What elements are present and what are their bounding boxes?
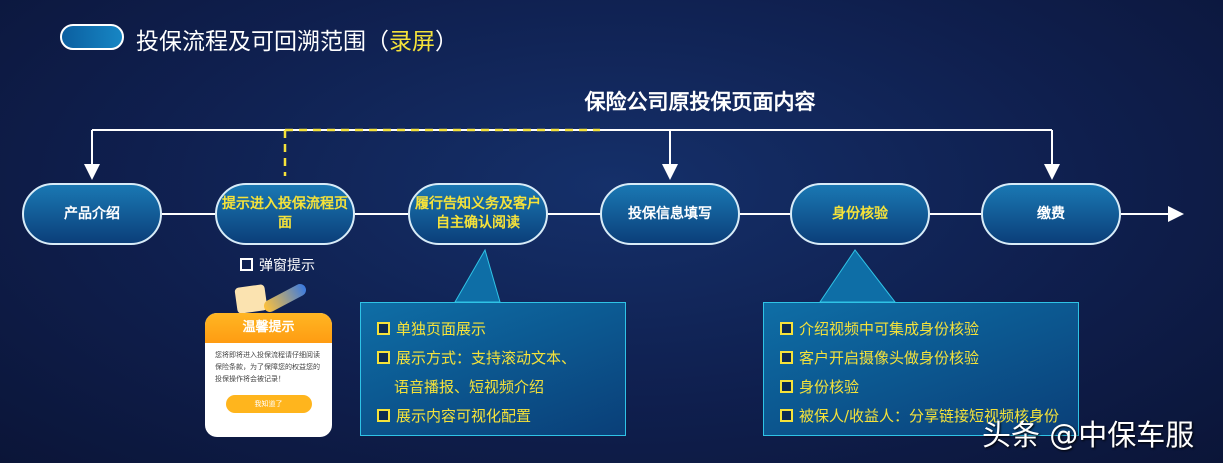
item-text: 展示内容可视化配置: [396, 407, 532, 425]
node-product-intro: 产品介绍: [22, 183, 162, 245]
popup-button: 我知道了: [225, 395, 312, 413]
item-text: 单独页面展示: [396, 320, 487, 338]
popup-label: 弹窗提示: [240, 255, 315, 275]
item-text: 被保人/收益人：分享链接短视频核身份: [799, 407, 1060, 425]
list-item: 客户开启摄像头做身份核验: [780, 344, 1062, 373]
list-item: 身份核验: [780, 373, 1062, 402]
checkbox-icon: [377, 409, 390, 422]
node-disclosure: 履行告知义务及客户自主确认阅读: [408, 183, 548, 245]
checkbox-icon: [780, 351, 793, 364]
checkbox-icon: [377, 322, 390, 335]
title-text: 投保流程及可回溯范围（: [136, 29, 389, 55]
popup-title: 温馨提示: [205, 313, 332, 343]
item-text: 介绍视频中可集成身份核验: [799, 320, 980, 338]
callout-right: 介绍视频中可集成身份核验 客户开启摄像头做身份核验 身份核验 被保人/收益人：分…: [763, 302, 1079, 436]
header-pill-icon: [60, 24, 124, 50]
list-item: 语音播报、短视频介绍: [377, 373, 609, 402]
page-title: 投保流程及可回溯范围（录屏）: [136, 22, 458, 56]
item-text: 展示方式：支持滚动文本、: [396, 349, 577, 367]
checkbox-icon: [240, 258, 253, 271]
node-info-fill: 投保信息填写: [600, 183, 740, 245]
top-title: 保险公司原投保页面内容: [584, 90, 816, 114]
node-enter-process: 提示进入投保流程页面: [215, 183, 355, 245]
note-icon: [234, 284, 268, 314]
popup-preview: 温馨提示 您将即将进入投保流程请仔细阅读保险条款，为了保障您的权益您的投保操作将…: [205, 313, 332, 437]
checkbox-icon: [377, 351, 390, 364]
list-item: 被保人/收益人：分享链接短视频核身份: [780, 402, 1062, 431]
list-item: 展示内容可视化配置: [377, 402, 609, 431]
item-text: 客户开启摄像头做身份核验: [799, 349, 980, 367]
item-text: 语音播报、短视频介绍: [394, 378, 545, 396]
node-identity: 身份核验: [790, 183, 930, 245]
list-item: 单独页面展示: [377, 315, 609, 344]
node-payment: 缴费: [981, 183, 1121, 245]
callout-pointer-right: [819, 249, 897, 303]
callout-pointer-left: [454, 248, 501, 303]
popup-label-text: 弹窗提示: [259, 258, 315, 274]
callout-left: 单独页面展示 展示方式：支持滚动文本、 语音播报、短视频介绍 展示内容可视化配置: [360, 302, 626, 436]
item-text: 身份核验: [799, 378, 860, 396]
list-item: 展示方式：支持滚动文本、: [377, 344, 609, 373]
watermark: 头条 @中保车服: [982, 418, 1195, 452]
popup-body: 您将即将进入投保流程请仔细阅读保险条款，为了保障您的权益您的投保操作将会被记录！: [215, 351, 320, 383]
title-highlight: 录屏: [389, 29, 435, 55]
title-close: ）: [435, 29, 458, 55]
checkbox-icon: [780, 322, 793, 335]
checkbox-icon: [780, 409, 793, 422]
checkbox-icon: [780, 380, 793, 393]
list-item: 介绍视频中可集成身份核验: [780, 315, 1062, 344]
